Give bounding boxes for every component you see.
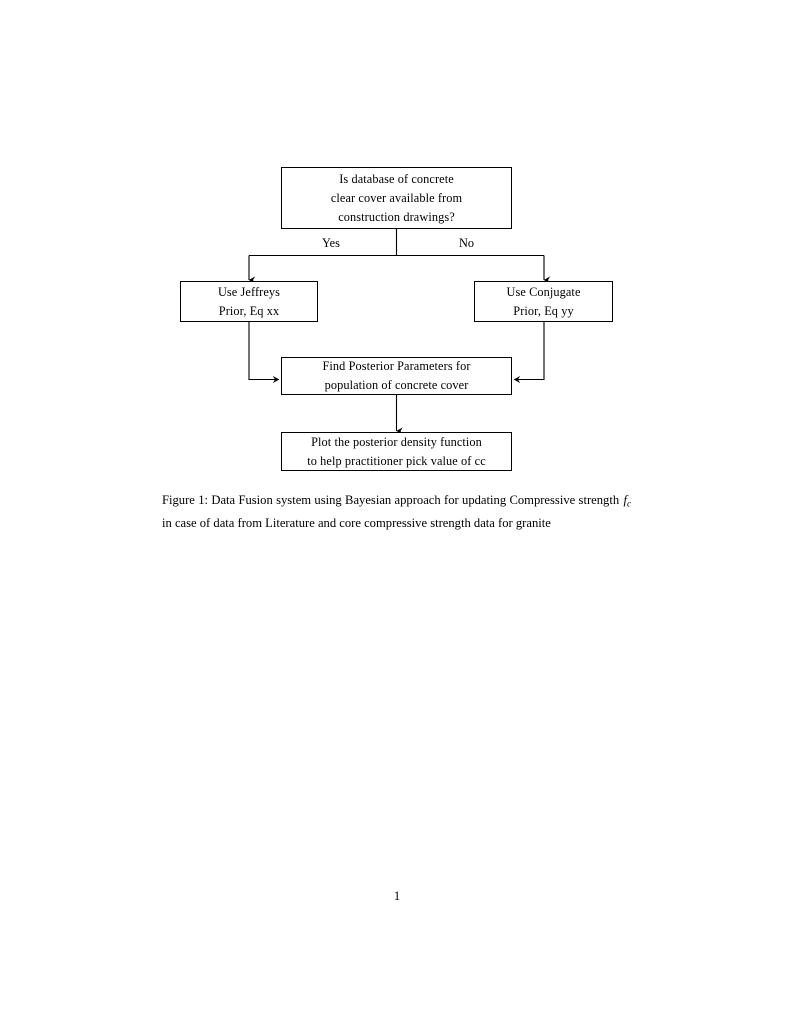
figure-caption-text-after-math: in case of data from Literature and core…	[162, 515, 551, 530]
connector-conjugate-to-posterior	[513, 322, 545, 384]
node-use-conjugate-prior: Use Conjugate Prior, Eq yy	[474, 281, 613, 322]
figure-caption-label: Figure 1:	[162, 493, 209, 507]
figure-caption-text-before-math: Data Fusion system using Bayesian approa…	[211, 493, 620, 507]
node-decision-line-1: Is database of concrete	[339, 171, 454, 186]
node-conjugate-line-2: Prior, Eq yy	[513, 303, 574, 318]
node-decision-line-2: clear cover available from	[330, 190, 463, 205]
node-posterior-line-1: Find Posterior Parameters for	[322, 359, 471, 373]
node-plot-line-2: to help practitioner pick value of cc	[307, 453, 486, 468]
node-use-jeffreys-prior: Use Jeffreys Prior, Eq xx	[180, 281, 318, 322]
flowchart-connectors	[248, 229, 551, 435]
edge-label-no: No	[459, 236, 475, 250]
edge-label-yes: Yes	[322, 236, 340, 250]
node-jeffreys-line-1: Use Jeffreys	[217, 284, 281, 299]
node-plot-line-1: Plot the posterior density function	[311, 434, 482, 449]
node-posterior-line-2: population of concrete cover	[324, 378, 469, 392]
connector-jeffreys-to-posterior	[248, 322, 280, 384]
node-decision-line-3: construction drawings?	[338, 209, 455, 224]
node-plot-posterior-density: Plot the posterior density function to h…	[281, 432, 512, 471]
figure-flowchart: Is database of concrete clear cover avai…	[0, 0, 794, 490]
math-subscript-c: c	[626, 498, 631, 509]
node-conjugate-line-1: Use Conjugate	[506, 284, 581, 299]
node-find-posterior-parameters: Find Posterior Parameters for population…	[281, 357, 512, 395]
figure-caption: Figure 1: Data Fusion system using Bayes…	[162, 491, 632, 534]
math-symbol-f: f	[623, 493, 627, 507]
page-number: 1	[393, 889, 401, 903]
node-jeffreys-line-2: Prior, Eq xx	[218, 303, 280, 318]
figure-caption-math-fc: fc	[622, 493, 632, 509]
node-decision-database-available: Is database of concrete clear cover avai…	[281, 167, 512, 229]
